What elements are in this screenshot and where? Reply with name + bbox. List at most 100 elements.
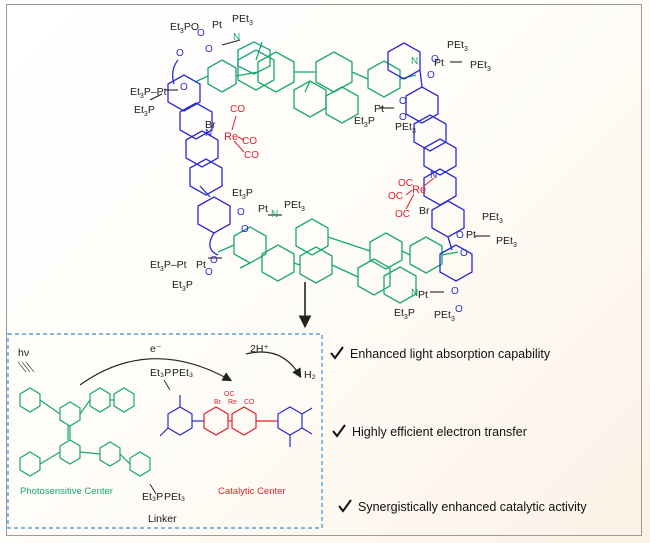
re-left-re: Re — [224, 131, 238, 143]
blue-pillar-right — [387, 42, 473, 282]
re-left-n: N — [205, 128, 212, 139]
svg-text:O: O — [241, 224, 249, 235]
svg-text:O: O — [460, 248, 468, 259]
tpe-lower — [217, 218, 459, 304]
catalytic-center-label: Catalytic Center — [218, 486, 286, 497]
re-right-co-1: OC — [398, 178, 413, 189]
scheme-box — [7, 333, 323, 529]
svg-text:OC: OC — [224, 391, 235, 398]
pt-linker-bottom: Et₃P PEt₃ — [142, 483, 185, 503]
svg-text:N: N — [271, 209, 278, 220]
re-left-co-2: CO — [242, 136, 257, 147]
catalyst-molecule — [203, 406, 278, 436]
pet3-label: PEt3 — [447, 39, 468, 53]
pt-bonds — [149, 39, 490, 293]
svg-text:PEt₃: PEt₃ — [172, 367, 193, 379]
benefit-text: Enhanced light absorption capability — [350, 347, 551, 361]
svg-text:O: O — [399, 112, 407, 123]
pet3-label: Et3P — [134, 104, 155, 118]
re-right-re: Re — [412, 184, 426, 196]
re-right-co-2: OC — [388, 191, 403, 202]
svg-text:O: O — [451, 286, 459, 297]
pet3-label: PEt3 — [482, 211, 503, 225]
blue-pillar-left — [167, 59, 231, 256]
svg-text:PEt₃: PEt₃ — [164, 491, 185, 503]
svg-text:N: N — [411, 288, 418, 299]
svg-text:O: O — [205, 267, 213, 278]
checkmark-icon — [330, 346, 344, 360]
h2-label: H₂ — [304, 369, 316, 381]
figure-frame — [6, 4, 642, 536]
pet3-label: PEt3 — [434, 309, 455, 323]
pet3-label: Et3P — [354, 115, 375, 129]
pt-linker-top: Et₃P PEt₃ — [150, 367, 193, 391]
photosensitizer-molecule — [19, 387, 151, 477]
electron-transfer-arrow — [79, 358, 233, 386]
benefit-item: Highly efficient electron transfer — [332, 424, 527, 439]
checkmark-icon — [332, 424, 346, 438]
re-right-co-3: OC — [395, 209, 410, 220]
linker-molecule — [159, 395, 313, 447]
pet3-label: Et3P–Pt — [130, 86, 167, 100]
svg-text:Et₃P: Et₃P — [150, 367, 171, 379]
svg-text:O: O — [197, 28, 205, 39]
light-rays — [17, 361, 35, 373]
pet3-label: Et3P — [172, 279, 193, 293]
svg-text:O: O — [180, 82, 188, 93]
photosensitive-center-label: Photosensitive Center — [20, 486, 113, 497]
re-left-co-1: CO — [230, 104, 245, 115]
svg-text:N: N — [233, 32, 240, 43]
benefits-list: Enhanced light absorption capability Hig… — [330, 346, 587, 514]
pet3-label: Et3PO — [170, 21, 199, 35]
svg-text:Et₃P: Et₃P — [142, 491, 163, 503]
pet3-label: PEt3 — [470, 59, 491, 73]
pet3-label: Et3P — [394, 307, 415, 321]
pt-label: Pt — [258, 203, 268, 215]
nitrogen-labels: N N N N — [233, 32, 418, 299]
pet3-label: Et3P–Pt — [150, 259, 187, 273]
benefit-item: Enhanced light absorption capability — [330, 346, 551, 361]
svg-text:O: O — [237, 207, 245, 218]
svg-text:Br: Br — [214, 399, 222, 406]
pt-label: Pt — [434, 57, 444, 69]
svg-text:O: O — [427, 70, 435, 81]
checkmark-icon — [338, 499, 352, 513]
svg-text:O: O — [455, 304, 463, 315]
pet3-label: Et3P — [232, 187, 253, 201]
tpe-upper — [194, 41, 417, 124]
scheme: hν e⁻ 2H⁺ H₂ — [17, 343, 316, 525]
re-left-br: Br — [205, 119, 216, 131]
linker-label: Linker — [148, 513, 177, 525]
re-left-co-3: CO — [244, 150, 259, 161]
catalyst-re-labels: Br Re CO OC — [214, 391, 255, 406]
proton-label: 2H⁺ — [250, 343, 269, 355]
re-right-br: Br — [419, 205, 430, 217]
pet3-label: PEt3 — [496, 235, 517, 249]
svg-text:N: N — [411, 56, 418, 67]
pet3-label: PEt3 — [232, 13, 253, 27]
svg-text:Re: Re — [228, 399, 237, 406]
pt-label: Pt — [466, 229, 476, 241]
cage-structure: O O O O O O O O O O O O O O O O N N — [130, 13, 517, 323]
svg-text:O: O — [456, 230, 464, 241]
re-complex-left: Br Re CO CO CO N — [205, 104, 259, 161]
electron-label: e⁻ — [150, 343, 162, 355]
re-right-n: N — [430, 170, 437, 181]
pet3-label: PEt3 — [395, 121, 416, 135]
svg-text:O: O — [431, 54, 439, 65]
pt-label: Pt — [374, 103, 384, 115]
svg-text:O: O — [399, 96, 407, 107]
platinum-labels: Pt Pt Pt Pt Pt Pt Pt — [196, 19, 476, 301]
svg-text:O: O — [210, 255, 218, 266]
svg-text:CO: CO — [244, 399, 255, 406]
benefit-item: Synergistically enhanced catalytic activ… — [338, 499, 587, 514]
benefit-text: Highly efficient electron transfer — [352, 425, 527, 439]
svg-text:O: O — [205, 44, 213, 55]
pt-label: Pt — [196, 259, 206, 271]
phosphine-labels: Et3PO PEt3 Et3P–Pt Et3P PEt3 PEt3 Et3P P… — [130, 13, 517, 323]
re-complex-right: OC OC Re OC Br N — [388, 170, 437, 220]
oxygen-labels: O O O O O O O O O O O O O O O O — [176, 28, 468, 315]
svg-text:O: O — [176, 48, 184, 59]
